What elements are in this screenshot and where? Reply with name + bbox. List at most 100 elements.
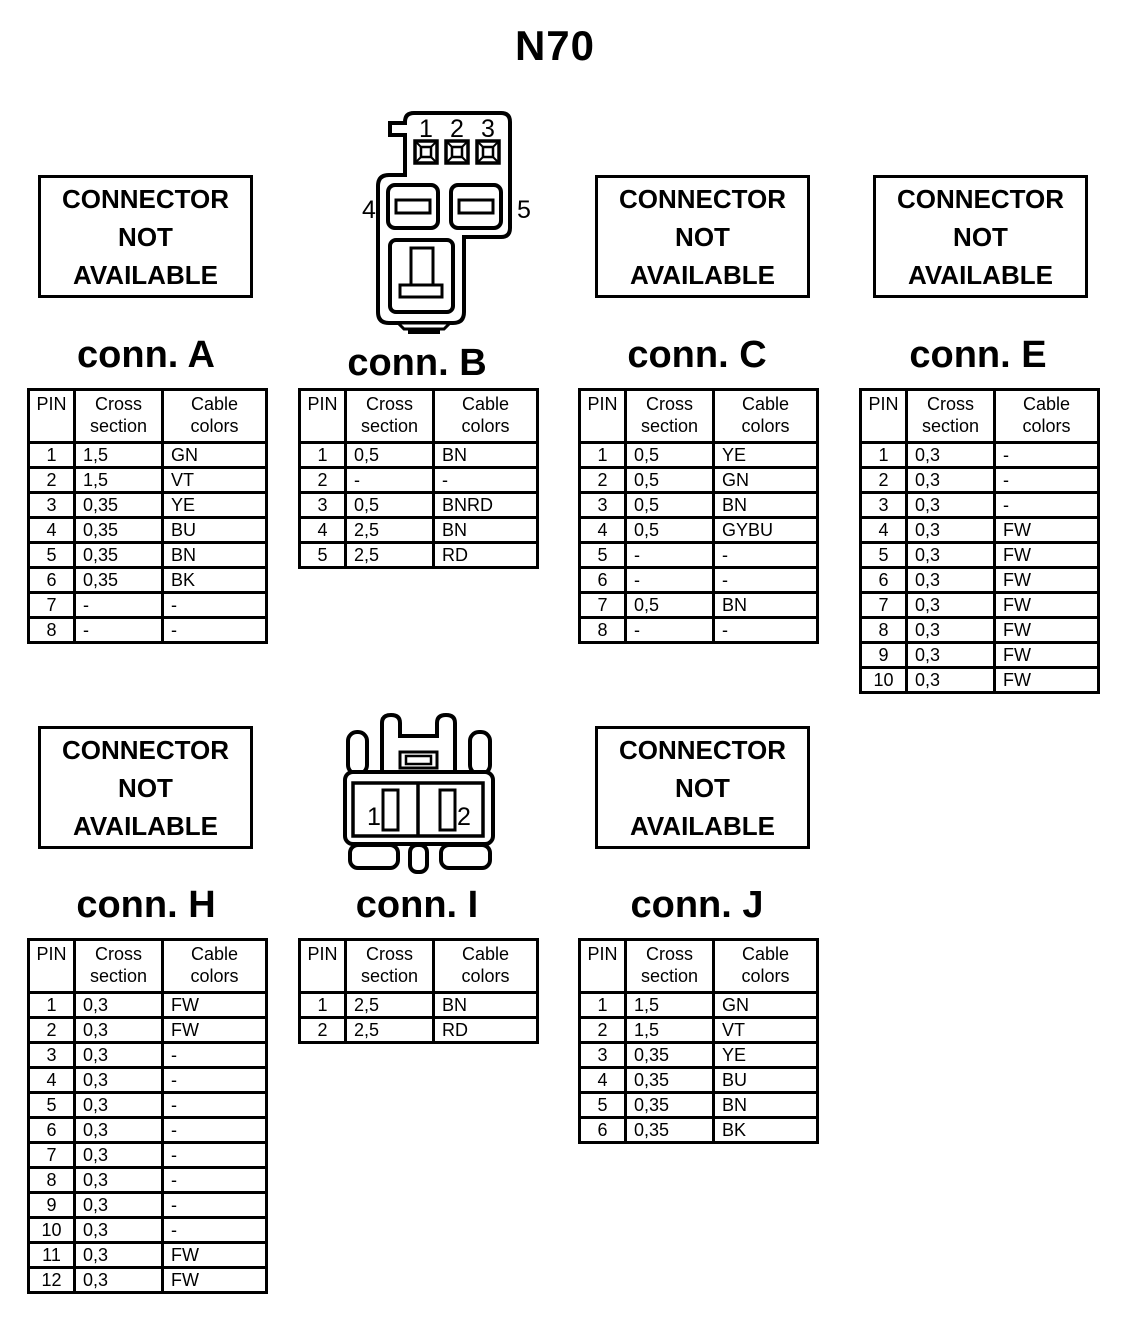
pin-cell: 2	[298, 466, 347, 494]
pin-cell: 1	[27, 991, 76, 1019]
pin-header: PIN	[298, 388, 347, 444]
cross-section-cell: -	[624, 616, 715, 644]
pin-cell: 10	[27, 1216, 76, 1244]
cable-color-cell: FW	[161, 991, 268, 1019]
pin-header: PIN	[578, 938, 627, 994]
na-line: CONNECTOR	[61, 183, 230, 214]
pin-cell: 4	[27, 1066, 76, 1094]
cross-section-header: Cross section	[905, 388, 996, 444]
pin-4-cavity	[386, 183, 440, 230]
cross-section-cell: 0,3	[73, 1066, 164, 1094]
pin-cell: 7	[27, 1141, 76, 1169]
na-line: CONNECTOR	[896, 183, 1065, 214]
cable-color-cell: BNRD	[432, 491, 539, 519]
cable-color-cell: BN	[161, 541, 268, 569]
pin-cell: 7	[27, 591, 76, 619]
cable-color-cell: -	[161, 1216, 268, 1244]
cross-section-cell: 0,3	[905, 616, 996, 644]
pin-cell: 5	[578, 541, 627, 569]
cable-color-cell: YE	[712, 1041, 819, 1069]
connector-b-label: conn. B	[347, 342, 487, 384]
cable-color-cell: -	[161, 1141, 268, 1169]
cross-section-cell: 0,3	[73, 1166, 164, 1194]
pin-3-label: 3	[481, 115, 495, 143]
pin-cell: 4	[298, 516, 347, 544]
pin-2-cavity	[438, 788, 457, 832]
cross-section-cell: 1,5	[73, 466, 164, 494]
cross-section-cell: 0,35	[624, 1066, 715, 1094]
pin-cell: 6	[27, 1116, 76, 1144]
cable-colors-header: Cable colors	[432, 938, 539, 994]
cross-section-cell: 0,5	[344, 491, 435, 519]
pin-2-label: 2	[450, 115, 464, 143]
table-row: 7--	[27, 591, 268, 619]
pin-cell: 9	[27, 1191, 76, 1219]
na-line: AVAILABLE	[630, 259, 775, 290]
cross-section-cell: 0,35	[73, 491, 164, 519]
pin-cell: 2	[578, 466, 627, 494]
cross-section-cell: 0,3	[905, 516, 996, 544]
cable-color-cell: -	[712, 566, 819, 594]
cross-section-cell: 0,35	[624, 1091, 715, 1119]
cable-color-cell: BN	[712, 491, 819, 519]
pin-cell: 6	[578, 1116, 627, 1144]
cross-section-cell: 0,3	[905, 466, 996, 494]
cross-section-cell: -	[624, 541, 715, 569]
cross-section-header: Cross section	[73, 938, 164, 994]
pin-cell: 8	[859, 616, 908, 644]
na-line: CONNECTOR	[61, 734, 230, 765]
cable-color-cell: -	[993, 491, 1100, 519]
pin-cell: 3	[298, 491, 347, 519]
pin-5-cavity	[449, 183, 503, 230]
cable-colors-header: Cable colors	[993, 388, 1100, 444]
connector-i-latch-slot-inner	[404, 754, 433, 766]
connector-e-label: conn. E	[909, 334, 1047, 376]
pin-cell: 7	[578, 591, 627, 619]
cross-section-cell: 0,3	[73, 1216, 164, 1244]
pin-cell: 1	[578, 441, 627, 469]
pin-3-cavity	[475, 139, 501, 165]
cable-color-cell: -	[161, 591, 268, 619]
cross-section-cell: -	[73, 616, 164, 644]
connector-b-keyway	[388, 238, 455, 314]
cable-color-cell: FW	[993, 541, 1100, 569]
pin-cell: 10	[859, 666, 908, 694]
connector-i-left-foot	[348, 843, 400, 870]
cable-color-cell: BK	[161, 566, 268, 594]
pin-1-label: 1	[367, 803, 381, 831]
cable-color-cell: -	[993, 466, 1100, 494]
cross-section-cell: 0,3	[905, 491, 996, 519]
pin-cell: 7	[859, 591, 908, 619]
cross-section-cell: 0,3	[905, 441, 996, 469]
cable-color-cell: -	[161, 1041, 268, 1069]
pin-cell: 2	[27, 1016, 76, 1044]
cross-section-header: Cross section	[344, 938, 435, 994]
cross-section-header: Cross section	[73, 388, 164, 444]
cable-color-cell: -	[161, 1091, 268, 1119]
pin-1-cavity	[413, 139, 439, 165]
cable-color-cell: FW	[993, 516, 1100, 544]
cable-color-cell: GN	[161, 441, 268, 469]
cross-section-header: Cross section	[344, 388, 435, 444]
cross-section-cell: 0,35	[624, 1116, 715, 1144]
cable-color-cell: GYBU	[712, 516, 819, 544]
